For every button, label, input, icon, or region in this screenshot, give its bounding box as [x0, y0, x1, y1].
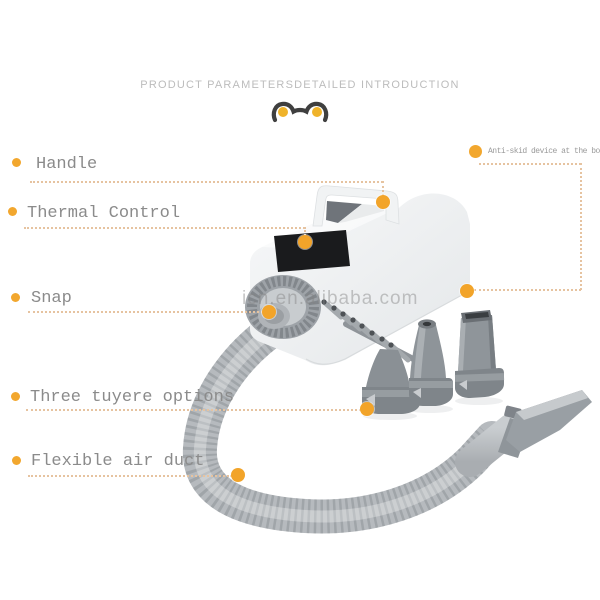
anti-skid-leader-line-right: [580, 163, 582, 290]
nozzle-flat: [454, 310, 505, 398]
snap-bullet: [11, 293, 20, 302]
thermal-control-label: Thermal Control: [27, 204, 181, 223]
handle-bullet: [12, 158, 21, 167]
nozzle-cone-round: [409, 319, 453, 406]
watermark: icn.en.alibaba.com: [242, 288, 419, 309]
three-tuyere-label: Three tuyere options: [30, 388, 235, 407]
thermal-control-bullet: [8, 207, 17, 216]
snap-leader-line: [28, 311, 263, 313]
thermal-control-panel: [274, 230, 350, 272]
flexible-air-duct-bullet: [12, 456, 21, 465]
anti-skid-leader-line-bottom: [474, 289, 581, 291]
thermal-control-leader-line-v: [304, 227, 306, 236]
handle-leader-line-v: [382, 181, 384, 196]
handle-leader-line: [30, 181, 383, 183]
snap-label: Snap: [31, 289, 72, 308]
anti-skid-label: Anti-skid device at the bottom: [488, 147, 600, 156]
anti-skid-marker-dot: [460, 284, 474, 298]
flexible-air-duct-hose: [182, 309, 592, 534]
snap-connector: [245, 275, 321, 339]
handle-label: Handle: [36, 155, 98, 174]
flexible-air-duct-marker-dot: [231, 468, 245, 482]
three-tuyere-marker-dot: [360, 402, 374, 416]
tuyere-nozzles: [362, 310, 505, 420]
flexible-air-duct-label: Flexible air duct: [31, 452, 205, 471]
page-title: PRODUCT PARAMETERSDETAILED INTRODUCTION: [140, 79, 460, 91]
thermal-control-leader-line: [24, 227, 305, 229]
anti-skid-bullet: [469, 145, 482, 158]
snap-marker-dot: [262, 305, 276, 319]
three-tuyere-bullet: [11, 392, 20, 401]
cat-ears-icon: [271, 101, 329, 123]
handle-marker-dot: [376, 195, 390, 209]
flexible-air-duct-leader-line: [28, 475, 232, 477]
three-tuyere-leader-line: [26, 409, 361, 411]
comb-attachment: [321, 299, 422, 365]
anti-skid-leader-line-top: [479, 163, 581, 165]
thermal-control-marker-dot: [298, 235, 312, 249]
nozzle-cone-wide: [362, 349, 420, 414]
